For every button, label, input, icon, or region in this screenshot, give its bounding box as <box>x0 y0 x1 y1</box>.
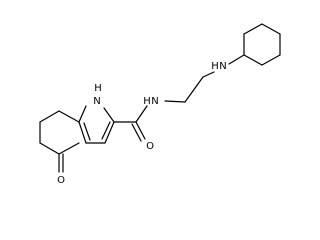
bond-c3-c2-2 <box>101 121 111 140</box>
atom-h-amide: H <box>143 96 151 107</box>
bond-c2-n1 <box>103 107 115 123</box>
atom-n-cy: N <box>219 61 226 72</box>
bond-cy-1 <box>243 23 263 35</box>
atom-n-amide: N <box>151 96 158 107</box>
bond-c5-c4 <box>39 142 60 155</box>
bond-c-o-2 <box>131 123 142 142</box>
bond-c7-c6 <box>39 110 60 123</box>
bond-c7a-c3a-1 <box>78 121 87 144</box>
bond-cy-4 <box>261 54 281 66</box>
bond-c4-c3a <box>58 142 80 155</box>
bond-cy-2 <box>261 23 281 35</box>
atom-n-indole: N <box>93 96 100 107</box>
bond-n-ch2-a <box>202 71 215 78</box>
molecule-structure: H N N H N H O O <box>39 23 281 186</box>
bond-c3-c2-1 <box>104 121 115 144</box>
bond-cy-n <box>228 54 245 65</box>
bond-n1-c7a <box>78 105 87 123</box>
atom-h-cy: H <box>211 61 219 72</box>
bond-ch2-ch2 <box>184 76 204 103</box>
bond-amide-n-c <box>135 105 148 123</box>
bond-cy-5 <box>243 54 263 66</box>
bond-c7a-c3a-2 <box>83 122 91 141</box>
bond-c7a-c7 <box>58 110 80 123</box>
bond-ch2-amide-n <box>164 100 186 103</box>
atom-o-ketone: O <box>57 175 65 186</box>
atom-o-amide: O <box>146 141 154 152</box>
bond-c-o-1 <box>135 121 146 140</box>
molecule-diagram: H N N H N H O O <box>39 23 281 186</box>
atom-h-indole: H <box>94 83 102 94</box>
